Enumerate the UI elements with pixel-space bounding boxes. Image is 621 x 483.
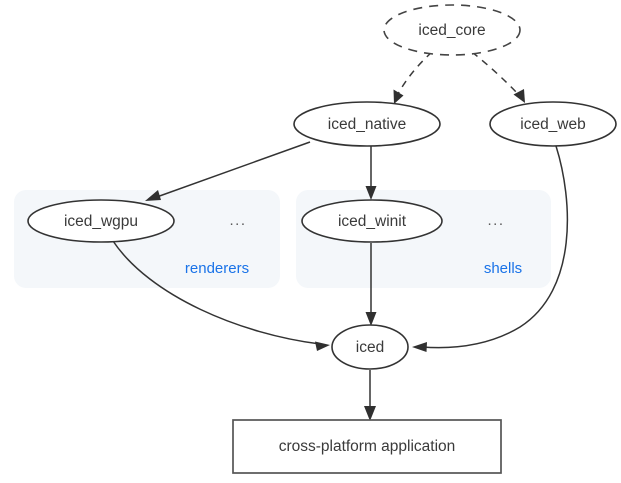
edge-iced-to-application-arrowhead [364,406,376,421]
edge-iced-wgpu-to-iced [112,240,330,351]
edge-iced-native-to-iced-wgpu-line [153,141,311,199]
edge-iced-core-to-iced-web-arrowhead [513,89,525,103]
node-iced-native[interactable]: iced_native [293,101,441,147]
edge-iced-core-to-iced-native [393,51,433,104]
edge-iced-web-to-iced [412,145,569,352]
node-iced-core[interactable]: iced_core [383,4,521,56]
node-iced-winit-shape[interactable] [301,199,443,243]
edge-iced-native-to-iced-wgpu [145,141,311,201]
node-iced-wgpu[interactable]: iced_wgpu [27,199,175,243]
edge-iced-core-to-iced-web [471,51,525,103]
cluster-shells-ellipsis: ... [487,212,504,229]
node-iced-core-shape[interactable] [383,4,521,56]
node-iced-label: iced [356,339,384,356]
node-iced-winit[interactable]: iced_winit [301,199,443,243]
edge-iced-native-to-iced-winit [365,146,377,200]
edge-iced-web-to-iced-arrowhead [412,342,427,352]
edge-iced-wgpu-to-iced-arrowhead [315,341,330,351]
edge-iced-core-to-iced-web-line [471,51,519,95]
edge-iced-core-to-iced-native-line [397,51,433,95]
node-iced-web-label: iced_web [520,116,586,133]
cluster-renderers-label: renderers [185,260,249,277]
node-iced-web-shape[interactable] [489,101,617,147]
node-iced-native-label: iced_native [328,116,406,133]
node-iced-wgpu-label: iced_wgpu [64,213,138,230]
cluster-renderers-ellipsis: ... [229,212,246,229]
node-application[interactable]: cross-platform application [232,419,502,474]
node-iced-web[interactable]: iced_web [489,101,617,147]
node-iced-native-shape[interactable] [293,101,441,147]
node-iced-core-label: iced_core [418,22,485,39]
edge-iced-native-to-iced-wgpu-arrowhead [145,190,161,201]
edge-iced-core-to-iced-native-arrowhead [393,89,404,104]
node-iced-shape[interactable] [331,324,409,370]
edge-iced-web-to-iced-line [421,145,569,349]
node-iced[interactable]: iced [331,324,409,370]
edge-iced-native-to-iced-winit-arrowhead [365,186,377,200]
node-iced-wgpu-shape[interactable] [27,199,175,243]
node-application-label: cross-platform application [279,438,456,455]
edge-iced-wgpu-to-iced-line [112,240,321,345]
node-application-shape[interactable] [232,419,502,474]
edge-iced-to-application [364,370,376,421]
edge-iced-winit-to-iced-arrowhead [365,312,377,326]
cluster-shells-label: shells [484,260,522,277]
edge-iced-winit-to-iced [365,243,377,326]
node-iced-winit-label: iced_winit [338,213,407,230]
